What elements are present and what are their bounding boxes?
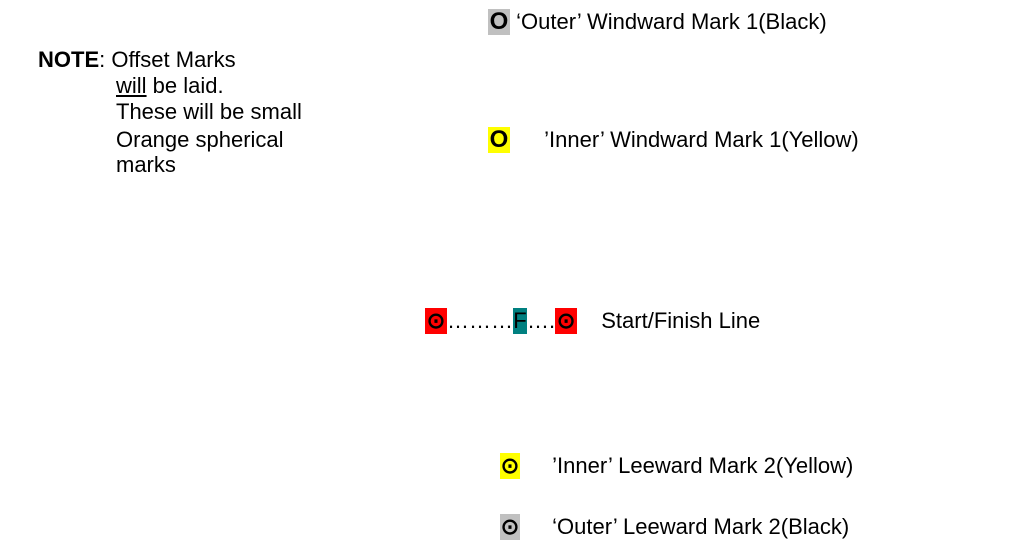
- note-line-5: marks: [116, 152, 176, 177]
- outer-windward-mark-label: ‘Outer’ Windward Mark 1(Black): [516, 9, 827, 34]
- inner-windward-mark-label: ’Inner’ Windward Mark 1(Yellow): [544, 127, 859, 152]
- note-text-2: be laid.: [146, 73, 224, 98]
- start-mark-right-icon: ⊙: [555, 308, 578, 334]
- outer-leeward-mark-icon: ⊙: [500, 514, 520, 540]
- note-text-underlined: will: [116, 73, 147, 98]
- note-line-1: NOTE: Offset Marks: [38, 47, 236, 73]
- outer-leeward-mark-label: ‘Outer’ Leeward Mark 2(Black): [552, 514, 850, 539]
- outer-windward-mark: O ‘Outer’ Windward Mark 1(Black): [488, 9, 827, 35]
- inner-leeward-mark-label: ’Inner’ Leeward Mark 2(Yellow): [552, 453, 854, 478]
- outer-leeward-mark: ⊙ ‘Outer’ Leeward Mark 2(Black): [500, 514, 849, 540]
- inner-leeward-mark: ⊙ ’Inner’ Leeward Mark 2(Yellow): [500, 453, 853, 479]
- note-line-2: will be laid.: [116, 73, 224, 99]
- inner-windward-mark: O ’Inner’ Windward Mark 1(Yellow): [488, 127, 859, 153]
- finish-flag-icon: F: [513, 308, 527, 334]
- inner-windward-mark-icon: O: [488, 126, 510, 153]
- outer-windward-mark-icon: O: [488, 8, 510, 35]
- note-line-4: Orange spherical: [116, 127, 284, 152]
- start-dots-left: ………: [447, 308, 513, 333]
- start-finish-line: ⊙………F….⊙ Start/Finish Line: [425, 308, 760, 334]
- start-finish-label: Start/Finish Line: [601, 308, 761, 333]
- inner-leeward-mark-icon: ⊙: [500, 453, 520, 479]
- start-mark-left-icon: ⊙: [425, 308, 447, 334]
- note-line-3: These will be small: [116, 99, 302, 124]
- note-label: NOTE: [38, 47, 100, 72]
- start-dots-right: ….: [527, 308, 556, 333]
- note-text-1: : Offset Marks: [99, 47, 236, 72]
